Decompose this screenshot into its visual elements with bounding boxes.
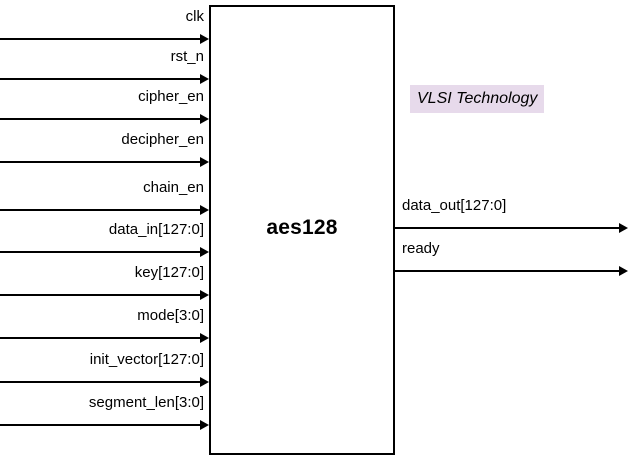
output-label-data-out1270: data_out[127:0] xyxy=(402,197,507,214)
input-arrowhead-clk xyxy=(200,34,209,44)
input-arrowhead-rst-n xyxy=(200,74,209,84)
input-arrowhead-init-vector1270 xyxy=(200,377,209,387)
output-arrowhead-ready xyxy=(619,266,628,276)
input-wire-chain-en xyxy=(0,209,200,211)
input-wire-mode30 xyxy=(0,337,200,339)
input-label-rst-n: rst_n xyxy=(170,48,204,65)
input-arrowhead-cipher-en xyxy=(200,114,209,124)
module-block-aes128[interactable] xyxy=(209,5,395,455)
input-label-segment-len30: segment_len[3:0] xyxy=(88,394,204,411)
input-arrowhead-key1270 xyxy=(200,290,209,300)
input-wire-data-in1270 xyxy=(0,251,200,253)
input-wire-clk xyxy=(0,38,200,40)
output-wire-data-out1270 xyxy=(395,227,619,229)
input-wire-key1270 xyxy=(0,294,200,296)
input-wire-cipher-en xyxy=(0,118,200,120)
input-label-chain-en: chain_en xyxy=(143,179,204,196)
input-arrowhead-decipher-en xyxy=(200,157,209,167)
input-label-data-in1270: data_in[127:0] xyxy=(108,221,204,238)
input-label-clk: clk xyxy=(185,8,204,25)
input-wire-segment-len30 xyxy=(0,424,200,426)
input-arrowhead-segment-len30 xyxy=(200,420,209,430)
input-label-mode30: mode[3:0] xyxy=(137,307,204,324)
vlsi-technology-annotation: VLSI Technology xyxy=(410,85,545,113)
output-label-ready: ready xyxy=(402,240,440,257)
module-title: aes128 xyxy=(266,216,338,239)
input-wire-init-vector1270 xyxy=(0,381,200,383)
input-arrowhead-chain-en xyxy=(200,205,209,215)
input-arrowhead-data-in1270 xyxy=(200,247,209,257)
input-label-init-vector1270: init_vector[127:0] xyxy=(89,351,204,368)
output-wire-ready xyxy=(395,270,619,272)
input-wire-rst-n xyxy=(0,78,200,80)
input-label-cipher-en: cipher_en xyxy=(138,88,204,105)
input-wire-decipher-en xyxy=(0,161,200,163)
input-label-key1270: key[127:0] xyxy=(134,264,204,281)
output-arrowhead-data-out1270 xyxy=(619,223,628,233)
input-label-decipher-en: decipher_en xyxy=(121,131,204,148)
input-arrowhead-mode30 xyxy=(200,333,209,343)
